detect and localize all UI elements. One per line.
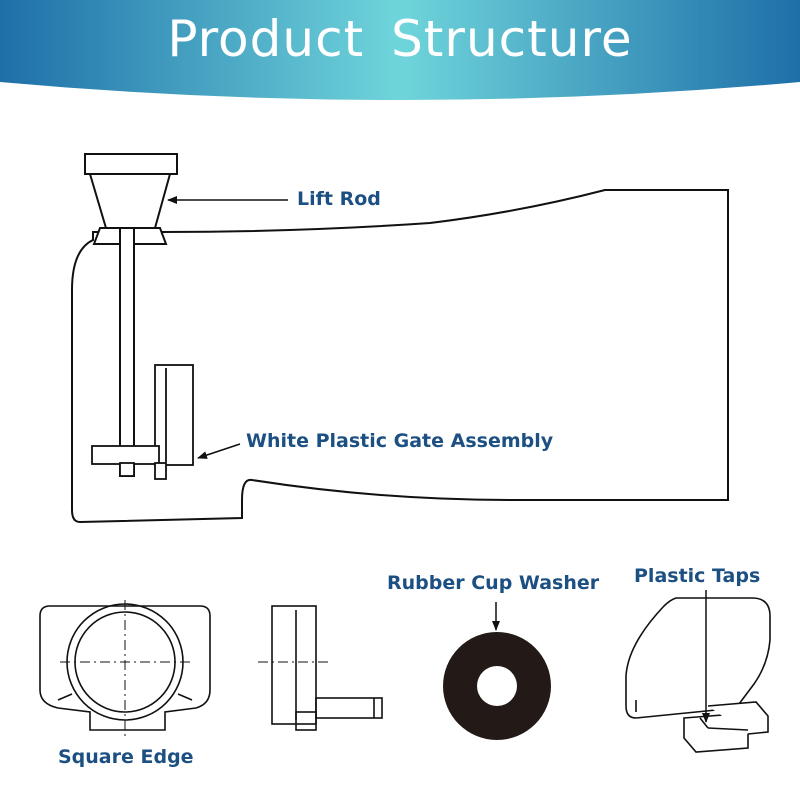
- label-plastic-taps: Plastic Taps: [634, 565, 761, 587]
- gate-assembly-arrow: [197, 443, 241, 459]
- label-lift-rod: Lift Rod: [297, 188, 381, 210]
- label-square-edge: Square Edge: [58, 746, 194, 768]
- spout-body: [71, 189, 729, 524]
- page-title: Product Structure: [167, 10, 633, 68]
- label-gate-assembly: White Plastic Gate Assembly: [246, 430, 554, 452]
- rubber-washer-drawing: [443, 632, 551, 740]
- lift-rod-shaft: [119, 227, 135, 477]
- label-rubber-washer: Rubber Cup Washer: [387, 572, 600, 594]
- gate-assembly-drawing: [91, 364, 194, 480]
- banner-background: [0, 0, 800, 100]
- lift-rod-knob: [84, 153, 178, 245]
- gate-side-view: [258, 605, 383, 731]
- title-banner: Product Structure: [0, 0, 800, 104]
- plastic-taps-drawing: [625, 597, 771, 753]
- square-edge-front-view: [39, 600, 211, 736]
